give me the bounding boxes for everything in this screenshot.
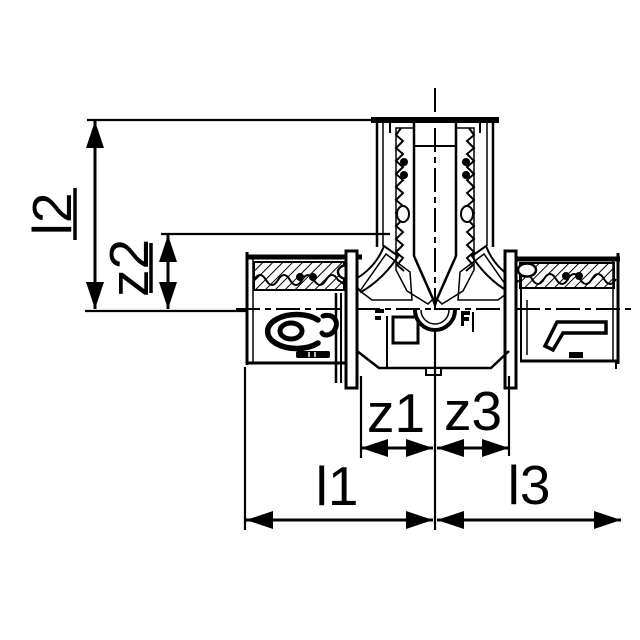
arrow-left-icon <box>437 439 464 457</box>
collar-left <box>344 249 359 390</box>
sight-window-icon <box>460 205 474 223</box>
sight-window-icon <box>516 262 538 278</box>
dim-label-l1: l1 <box>316 455 359 517</box>
center-body <box>334 249 528 390</box>
collar-right <box>503 249 518 390</box>
oring-dot-icon <box>562 272 570 280</box>
oring-dot-icon <box>462 171 470 179</box>
oring-dot-icon <box>400 158 408 166</box>
sight-window-icon <box>396 205 410 223</box>
arrow-right-icon <box>406 511 433 529</box>
dimension-z2: z2 <box>98 232 390 309</box>
arrow-up-icon <box>86 121 104 148</box>
arrow-right-icon <box>594 511 621 529</box>
oring-dot-icon <box>400 171 408 179</box>
dim-label-l2: l2 <box>21 193 83 236</box>
oring-dot-icon <box>575 272 583 280</box>
arrow-down-icon <box>159 282 177 309</box>
oring-dot-icon <box>296 273 304 281</box>
oring-dot-icon <box>462 158 470 166</box>
bore-arc <box>413 309 457 332</box>
oring-dot-icon <box>309 273 317 281</box>
branch-section <box>350 117 520 309</box>
engraving-bar <box>569 352 583 358</box>
dim-label-l3: l3 <box>508 454 551 516</box>
arrow-right-icon <box>406 439 433 457</box>
arrow-left-icon <box>246 511 273 529</box>
dimension-l1: l1 <box>243 367 433 530</box>
arrow-left-icon <box>437 511 464 529</box>
arrow-left-icon <box>361 439 388 457</box>
arrow-up-icon <box>159 235 177 262</box>
engraving-bar <box>296 351 330 358</box>
arrow-down-icon <box>86 282 104 309</box>
insert-detail <box>391 315 420 345</box>
run-right-sleeve <box>505 253 620 369</box>
dim-label-z1: z1 <box>367 382 425 444</box>
dimension-z1: z1 <box>359 331 437 530</box>
engraving-left-glyph <box>264 311 339 352</box>
engraving-mark <box>461 311 470 326</box>
dimension-l2: l2 <box>21 118 374 313</box>
dimension-l3: l3 <box>437 454 621 529</box>
flare-left <box>350 244 400 294</box>
dim-label-z3: z3 <box>444 380 502 442</box>
arrow-right-icon <box>482 439 509 457</box>
dimension-z3: z3 <box>437 376 511 457</box>
engraving-right-glyph <box>542 320 608 353</box>
